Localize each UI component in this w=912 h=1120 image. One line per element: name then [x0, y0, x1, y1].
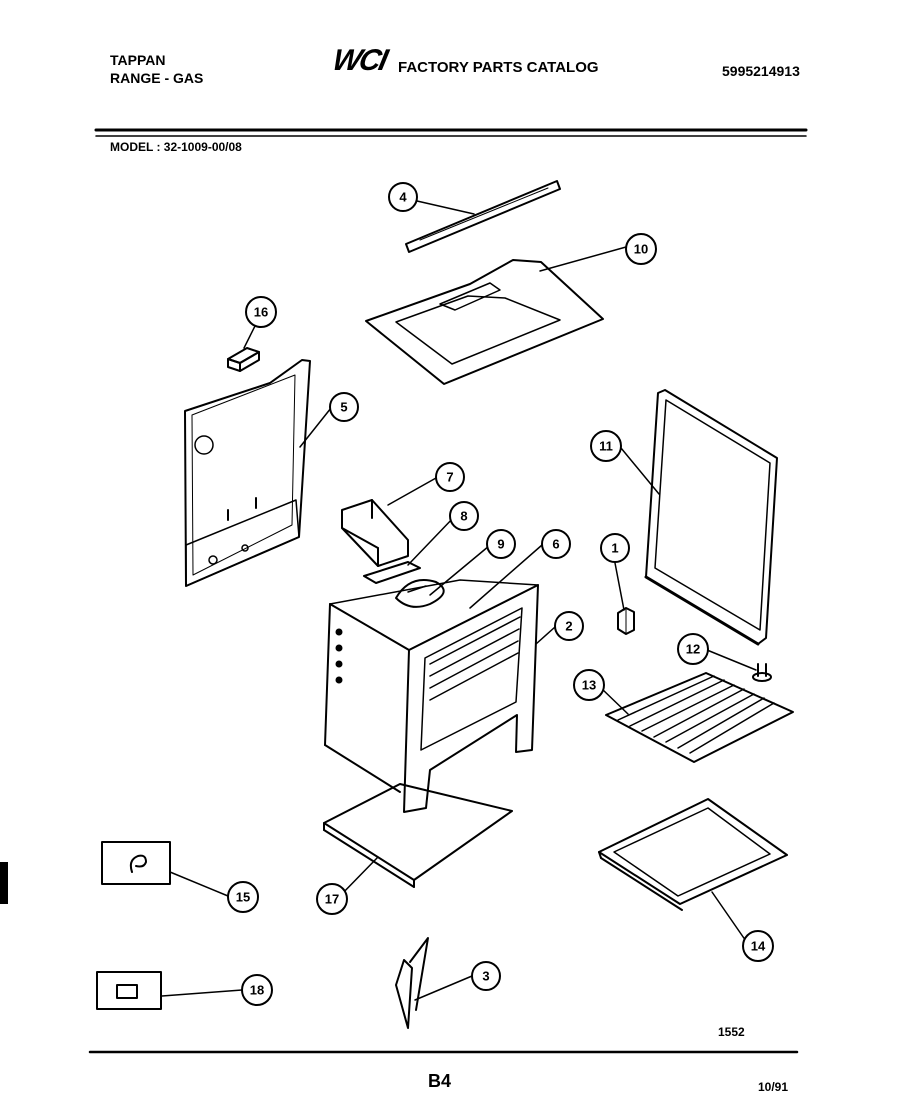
callout-17: 17: [325, 892, 339, 907]
callout-1: 1: [611, 541, 618, 556]
part-burner-plate: [363, 561, 421, 584]
callout-10: 10: [634, 242, 648, 257]
scan-edge-mark: [0, 862, 8, 904]
part-oven-body: [324, 579, 539, 813]
page-number: B4: [428, 1071, 452, 1091]
callout-8: 8: [460, 509, 467, 524]
revision-date: 10/91: [758, 1080, 789, 1094]
part-top-panel: [365, 259, 604, 385]
part-side-panel: [184, 359, 311, 587]
catalog-title: FACTORY PARTS CATALOG: [398, 59, 599, 76]
part-bottom-panel: [323, 783, 513, 888]
callout-5: 5: [340, 400, 347, 415]
part-leveling-leg: [752, 663, 772, 682]
callout-9: 9: [497, 537, 504, 552]
callout-14: 14: [751, 939, 766, 954]
part-top-trim: [405, 180, 561, 253]
brand-name: TAPPAN: [110, 52, 166, 68]
callout-15: 15: [236, 890, 250, 905]
callout-11: 11: [599, 439, 613, 454]
callout-18: 18: [250, 983, 264, 998]
part-small-block: [227, 347, 260, 372]
callout-7: 7: [446, 470, 453, 485]
part-small-bracket: [617, 607, 635, 635]
callout-3: 3: [482, 969, 489, 984]
part-item-box-2: [96, 971, 162, 1010]
part-broiler-pan: [598, 798, 788, 911]
leader-lines: [161, 200, 757, 1001]
callout-circles: [227, 182, 774, 1006]
diagram-number: 1552: [718, 1025, 745, 1039]
part-clip: [395, 937, 429, 1029]
part-burner-box: [341, 499, 409, 567]
document-number: 5995214913: [722, 63, 800, 79]
callout-2: 2: [565, 619, 572, 634]
part-door-frame: [644, 389, 778, 646]
part-item-box: [101, 841, 171, 885]
product-type: RANGE - GAS: [110, 70, 204, 86]
callout-16: 16: [254, 305, 268, 320]
model-number: MODEL : 32-1009-00/08: [110, 140, 242, 154]
callout-12: 12: [686, 642, 700, 657]
part-oven-rack: [605, 672, 794, 763]
callout-13: 13: [582, 678, 596, 693]
wci-logo: WCI: [329, 44, 389, 77]
callout-6: 6: [552, 537, 559, 552]
callout-4: 4: [399, 190, 407, 205]
